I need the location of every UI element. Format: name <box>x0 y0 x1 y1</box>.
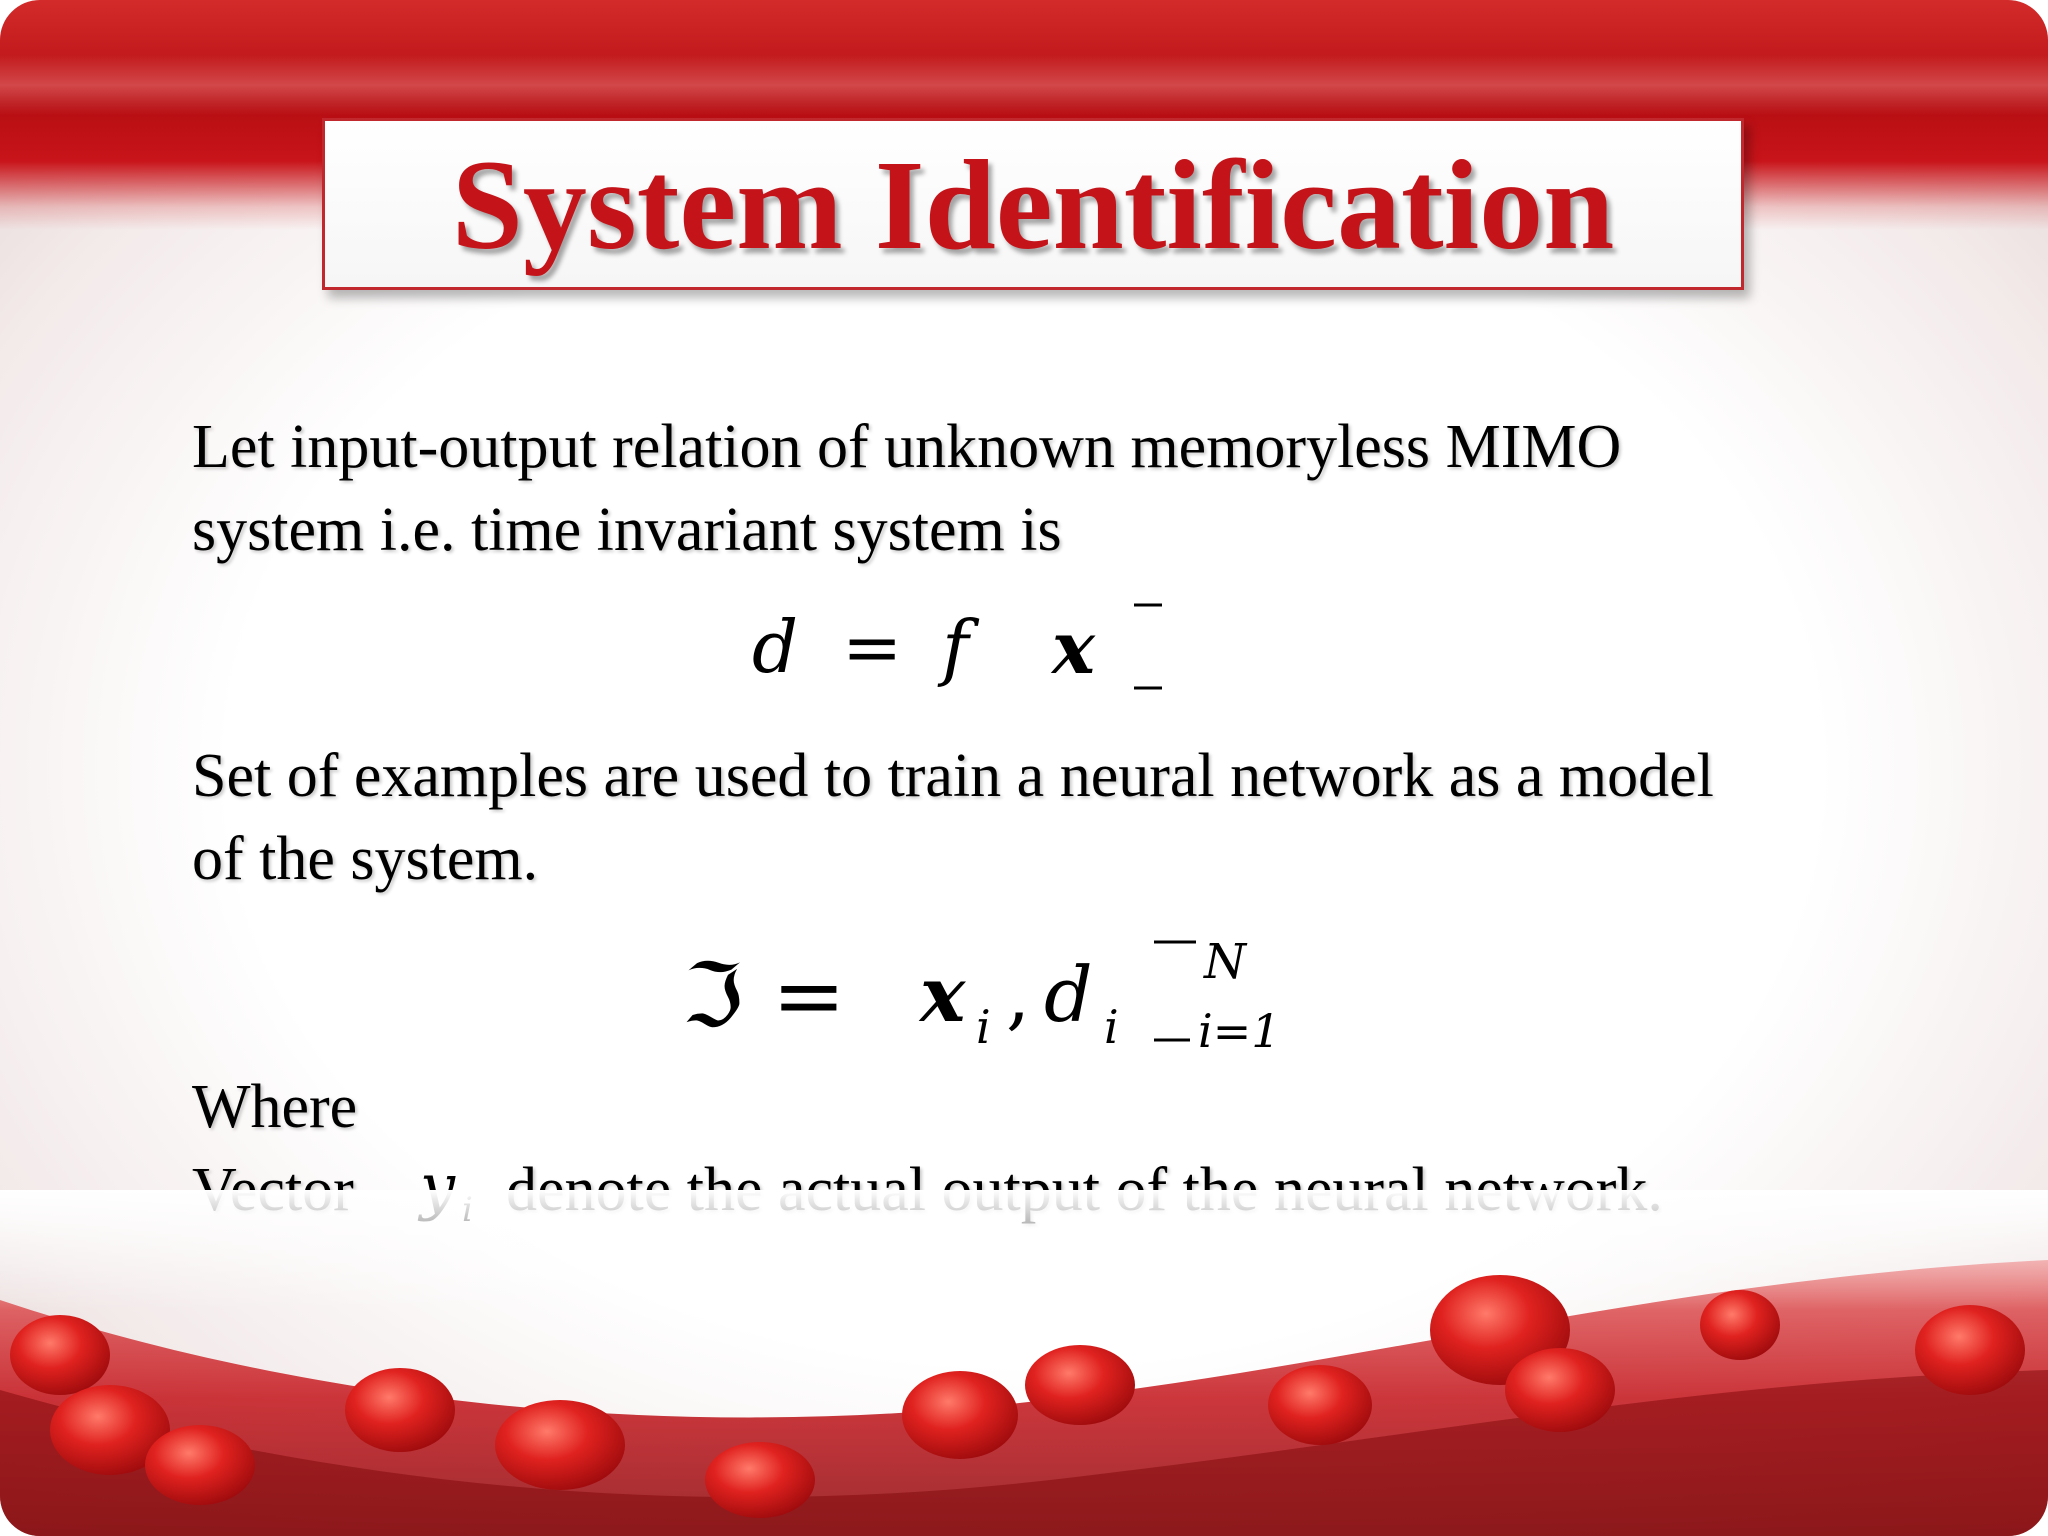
eq1-lhs: d <box>752 605 799 689</box>
eq2-sub-i-d: i <box>1104 1000 1119 1054</box>
eq2-x: x <box>920 950 966 1039</box>
eq2-d: d <box>1044 950 1093 1039</box>
eq2-set-symbol: ℑ <box>682 944 744 1047</box>
eq2-sub-i-x: i <box>976 1000 991 1054</box>
paragraph1-line1: Let input-output relation of unknown mem… <box>192 413 1622 481</box>
paragraph2-line2: of the system. <box>192 825 539 893</box>
eq2-upper-limit: N <box>1204 934 1246 990</box>
slide-title: System Identification <box>451 134 1615 276</box>
paragraph1-line2: system i.e. time invariant system is <box>192 496 1062 564</box>
title-box <box>322 118 1744 290</box>
blood-cells <box>10 1275 2025 1518</box>
eq1-equals: = <box>842 605 903 689</box>
eq2-bracket-marks <box>1154 940 1196 1042</box>
eq2-comma: , <box>1006 950 1031 1039</box>
eq1-argument: x <box>1052 605 1095 690</box>
paragraph2-line1: Set of examples are used to train a neur… <box>192 742 1714 810</box>
where-label: Where <box>192 1073 358 1141</box>
eq2-equals: = <box>772 944 846 1047</box>
eq1-bracket-marks <box>1134 603 1162 690</box>
eq1-function: f <box>942 605 969 689</box>
band-highlight <box>0 55 2048 115</box>
eq2-lower-limit: i=1 <box>1198 1004 1281 1058</box>
bottom-decoration <box>0 1190 2048 1536</box>
